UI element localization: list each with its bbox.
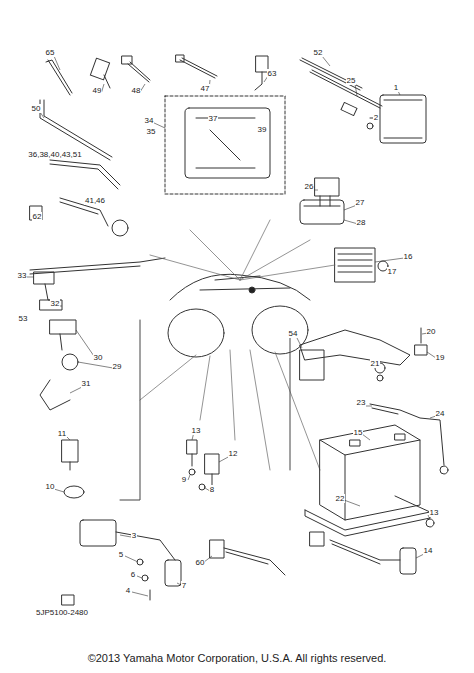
callout-number: 48 bbox=[131, 86, 142, 95]
callout-number: 47 bbox=[200, 84, 211, 93]
callout-number: 9 bbox=[181, 475, 187, 484]
callout-number: 39 bbox=[257, 125, 268, 134]
callout-number: 65 bbox=[45, 48, 56, 57]
callout-number: 3 bbox=[131, 531, 137, 540]
callout-number: 41,46 bbox=[84, 196, 106, 205]
callout-number: 1 bbox=[393, 83, 399, 92]
callout-number: 2 bbox=[373, 113, 379, 122]
callout-number: 15 bbox=[353, 428, 364, 437]
callout-number: 31 bbox=[81, 379, 92, 388]
callout-number: 63 bbox=[267, 69, 278, 78]
callout-number: 4 bbox=[125, 586, 131, 595]
callout-number: 36,38,40,43,51 bbox=[27, 150, 82, 159]
callout-number: 13 bbox=[191, 426, 202, 435]
callout-number: 29 bbox=[112, 362, 123, 371]
callout-number: 7 bbox=[181, 581, 187, 590]
callout-number: 25 bbox=[346, 76, 357, 85]
callout-number: 19 bbox=[435, 353, 446, 362]
callout-number: 50 bbox=[31, 104, 42, 113]
callout-number: 16 bbox=[403, 252, 414, 261]
callout-number: 27 bbox=[355, 198, 366, 207]
callout-number: 10 bbox=[45, 482, 56, 491]
callout-number: 32 bbox=[50, 299, 61, 308]
callout-number: 6 bbox=[130, 570, 136, 579]
callout-number: 14 bbox=[423, 546, 434, 555]
callout-number: 26 bbox=[304, 182, 315, 191]
callout-number: 53 bbox=[18, 314, 29, 323]
callout-number: 34 bbox=[144, 116, 155, 125]
callout-number: 17 bbox=[387, 267, 398, 276]
callout-number: 11 bbox=[57, 429, 67, 438]
callout-number: 24 bbox=[435, 409, 446, 418]
drawing-code: 5JP5100-2480 bbox=[35, 608, 89, 617]
callout-number: 35 bbox=[146, 127, 157, 136]
copyright-caption: ©2013 Yamaha Motor Corporation, U.S.A. A… bbox=[88, 652, 387, 665]
callout-number: 54 bbox=[288, 329, 299, 338]
callout-number: 37 bbox=[208, 114, 219, 123]
callout-number: 60 bbox=[195, 558, 206, 567]
callout-number: 23 bbox=[356, 398, 367, 407]
callout-number: 20 bbox=[426, 327, 437, 336]
callout-number: 62 bbox=[32, 212, 43, 221]
callout-number: 52 bbox=[313, 48, 324, 57]
callout-number: 13 bbox=[429, 508, 440, 517]
callout-number: 21 bbox=[370, 359, 381, 368]
callout-number: 33 bbox=[17, 271, 28, 280]
callout-number: 28 bbox=[356, 218, 367, 227]
callout-number: 8 bbox=[209, 485, 215, 494]
callout-number: 5 bbox=[118, 550, 124, 559]
callout-number: 12 bbox=[228, 449, 239, 458]
callout-number: 22 bbox=[335, 494, 346, 503]
callout-number: 49 bbox=[92, 86, 103, 95]
callout-number: 30 bbox=[93, 353, 104, 362]
